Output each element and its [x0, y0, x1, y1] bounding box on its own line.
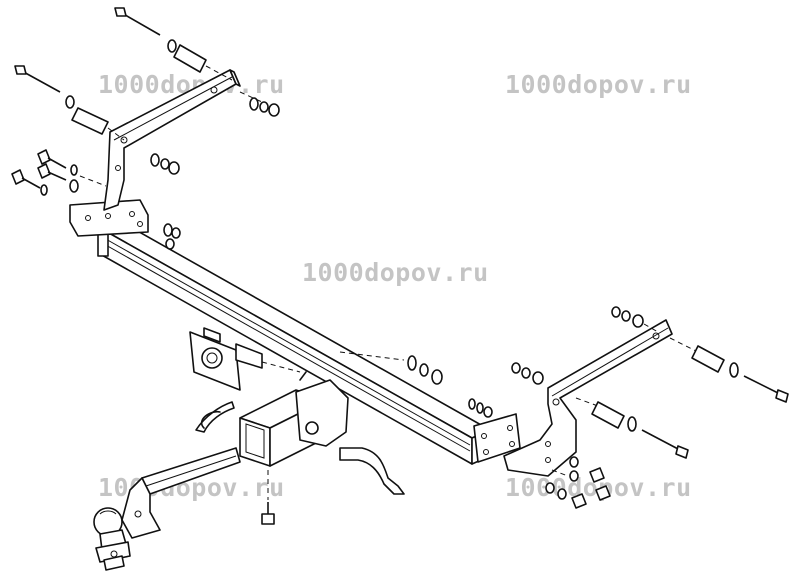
left-nuts-mid — [150, 153, 180, 175]
center-crossbar-nuts — [339, 351, 443, 385]
right-upper-bolt-set — [669, 337, 789, 403]
left-top-bolt-set — [114, 7, 233, 81]
right-mid-nuts — [511, 362, 544, 385]
left-crossbar-nuts — [163, 223, 181, 250]
right-lower-bolt-set — [575, 397, 689, 459]
r-clip — [339, 447, 405, 495]
right-side-bolts — [545, 456, 611, 509]
right-top-nuts — [611, 306, 659, 333]
square-receiver-tube — [239, 371, 349, 467]
left-end-plate — [69, 199, 149, 237]
left-side-bolts — [11, 149, 107, 196]
electrical-socket-plate — [189, 327, 301, 391]
right-crossbar-nuts — [468, 398, 493, 418]
hitch-pin — [195, 401, 235, 433]
right-mounting-bracket — [503, 319, 673, 477]
right-end-plate — [473, 413, 521, 463]
left-nuts-top — [239, 91, 280, 117]
left-mounting-bracket — [103, 69, 241, 211]
bottom-bolt — [261, 470, 275, 525]
left-upper-bolt-set — [14, 65, 125, 141]
ball-mount-with-tow-ball — [93, 447, 241, 571]
